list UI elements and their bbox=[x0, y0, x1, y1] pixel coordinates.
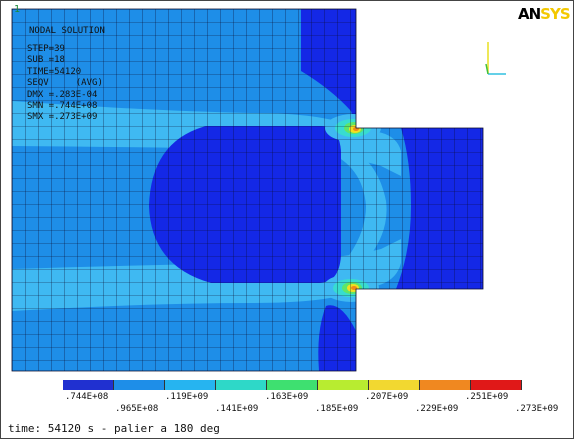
model-outline bbox=[11, 8, 484, 372]
plot-title: NODAL SOLUTION bbox=[29, 26, 105, 36]
plot-footer-caption: time: 54120 s - palier a 180 deg bbox=[8, 422, 220, 435]
legend-label-bottom: .185E+09 bbox=[315, 404, 359, 414]
window-number: 1 bbox=[14, 4, 21, 15]
legend-label-top: .251E+09 bbox=[465, 392, 509, 402]
contour-legend-bar bbox=[63, 380, 522, 390]
info-time: TIME=54120 bbox=[27, 66, 82, 77]
legend-swatch bbox=[369, 380, 420, 390]
info-dmx: DMX =.283E-04 bbox=[27, 89, 98, 100]
legend-swatch bbox=[420, 380, 471, 390]
solution-info-block: STEP=39 SUB =18 TIME=54120 SEQV (AVG) DM… bbox=[27, 44, 103, 124]
info-seqv: SEQV (AVG) bbox=[27, 78, 103, 89]
legend-label-bottom: .229E+09 bbox=[415, 404, 459, 414]
legend-swatch bbox=[318, 380, 369, 390]
legend-swatch bbox=[114, 380, 165, 390]
legend-swatch bbox=[63, 380, 114, 390]
legend-label-top: .744E+08 bbox=[65, 392, 109, 402]
axis-triad-icon bbox=[485, 42, 506, 75]
legend-label-top: .119E+09 bbox=[165, 392, 209, 402]
legend-label-bottom: .273E+09 bbox=[515, 404, 559, 414]
legend-label-top: .163E+09 bbox=[265, 392, 309, 402]
legend-label-bottom: .141E+09 bbox=[215, 404, 259, 414]
legend-swatch bbox=[216, 380, 267, 390]
info-sub: SUB =18 bbox=[27, 55, 65, 66]
info-step: STEP=39 bbox=[27, 44, 65, 54]
legend-label-bottom: .965E+08 bbox=[115, 404, 159, 414]
legend-label-top: .207E+09 bbox=[365, 392, 409, 402]
legend-swatch bbox=[165, 380, 216, 390]
legend-swatch bbox=[267, 380, 318, 390]
info-smx: SMX =.273E+09 bbox=[27, 112, 98, 123]
info-smn: SMN =.744E+08 bbox=[27, 101, 98, 112]
legend-swatch bbox=[471, 380, 522, 390]
ansys-logo: ANSYS bbox=[518, 5, 571, 23]
